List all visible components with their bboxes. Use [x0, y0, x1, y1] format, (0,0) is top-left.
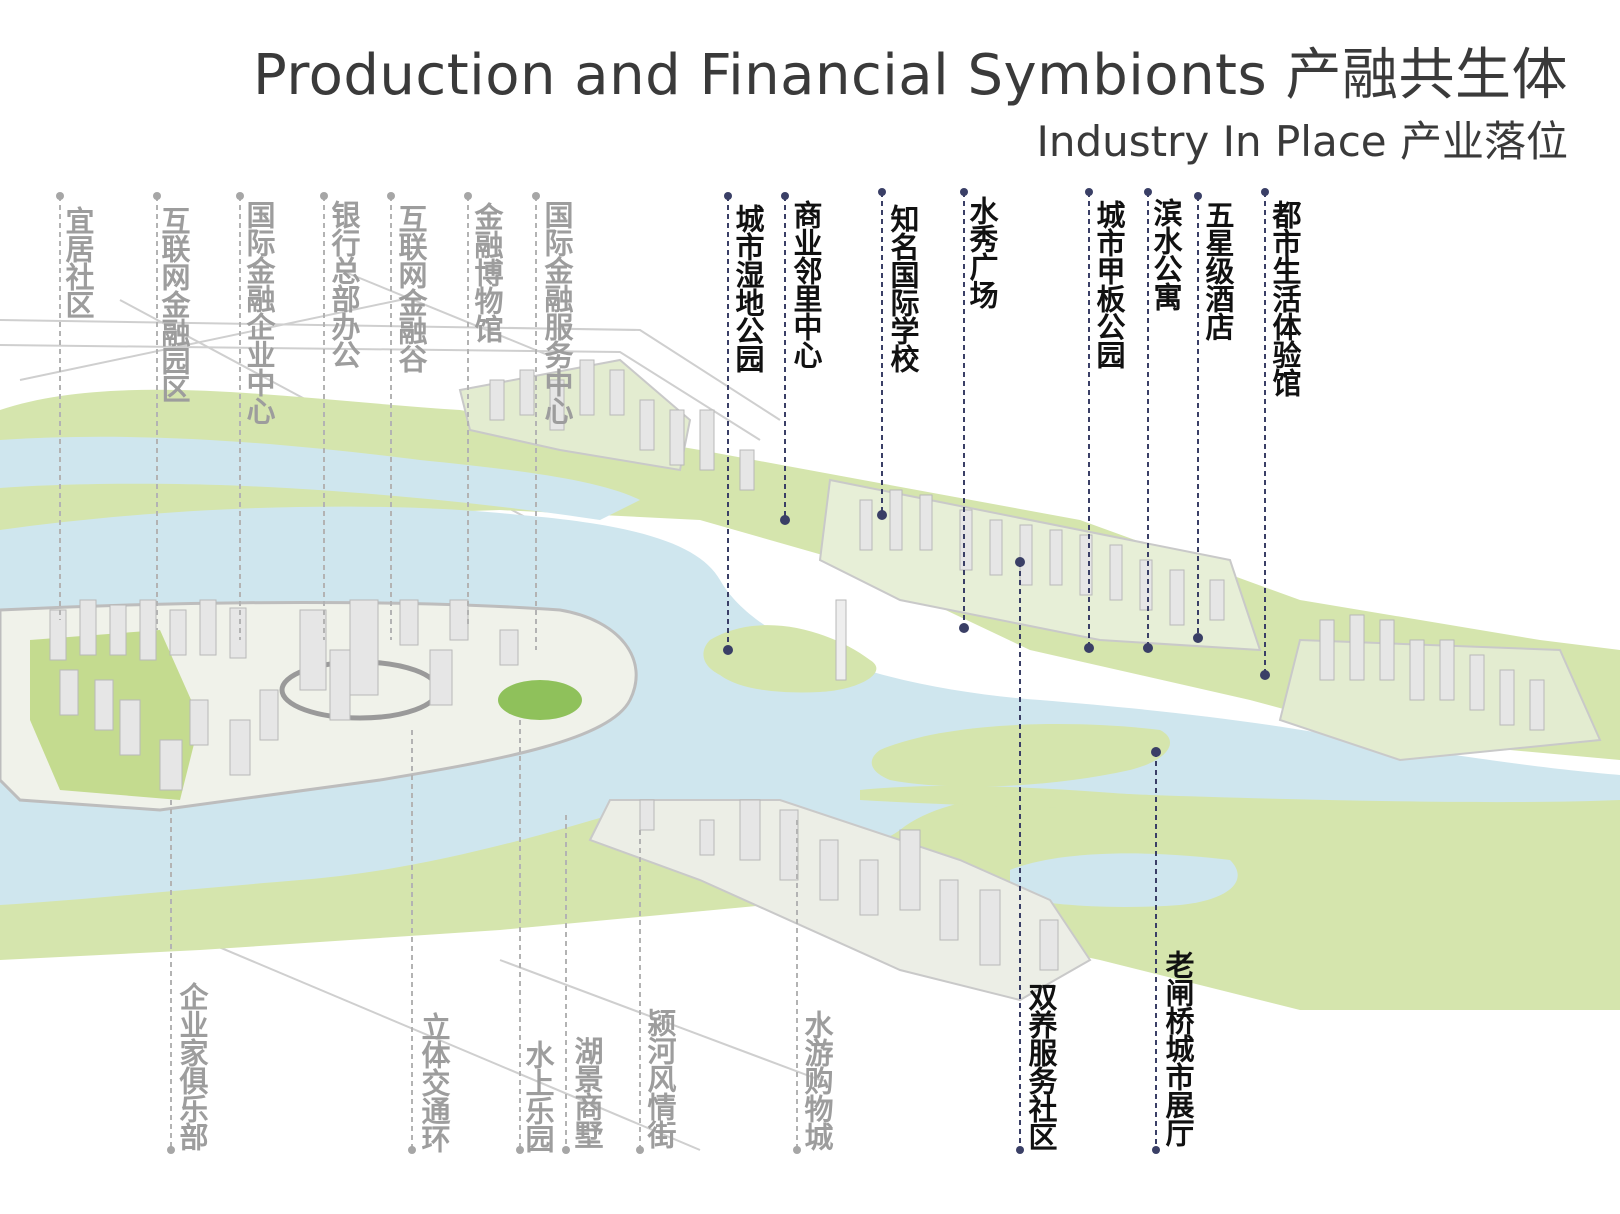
- label-neighborhood-commercial-center: 商业邻里中心: [789, 200, 823, 368]
- leaders-top-grey: [56, 192, 540, 650]
- label-internet-finance-park: 互联网金融园区: [157, 206, 191, 402]
- riverside-block: [818, 478, 1262, 652]
- label-3d-traffic-ring: 立体交通环: [417, 1012, 451, 1152]
- label-internet-finance-valley: 互联网金融谷: [394, 204, 428, 372]
- label-bank-headquarters: 银行总部办公: [327, 200, 361, 368]
- page-subtitle: Industry In Place 产业落位: [1036, 117, 1568, 166]
- label-yinghe-street: 颍河风情街: [643, 1008, 677, 1148]
- label-intl-school: 知名国际学校: [886, 204, 920, 372]
- label-water-shopping-city: 水游购物城: [800, 1010, 834, 1150]
- label-livable-community: 宜居社区: [61, 206, 95, 318]
- leaders-bottom-navy: [1015, 557, 1161, 1154]
- south-residential-block: [588, 799, 1092, 1002]
- label-finance-museum: 金融博物馆: [470, 202, 504, 342]
- landmark-tower: [835, 599, 847, 681]
- label-urban-deck-park: 城市甲板公园: [1092, 200, 1126, 368]
- page-title: Production and Financial Symbionts 产融共生体: [253, 43, 1568, 108]
- north-residential-block: [458, 358, 692, 472]
- river-strip: [860, 785, 1200, 812]
- buildings: [49, 359, 1545, 971]
- leaders-top-navy: [723, 188, 1270, 680]
- river-upper-channel: [0, 436, 640, 520]
- label-urban-wetland-park: 城市湿地公园: [731, 204, 765, 372]
- label-urban-life-experience-hall: 都市生活体验馆: [1268, 200, 1302, 396]
- label-five-star-hotel: 五星级酒店: [1201, 200, 1235, 340]
- label-intl-finance-enterprise-center: 国际金融企业中心: [242, 200, 276, 424]
- label-old-sluice-bridge-exhibition-hall: 老闸桥城市展厅: [1161, 950, 1195, 1146]
- south-lake: [1010, 853, 1238, 907]
- label-entrepreneur-club: 企业家俱乐部: [175, 982, 209, 1150]
- label-water-show-plaza: 水秀广场: [965, 196, 999, 308]
- oval-park: [498, 680, 582, 720]
- label-intl-finance-service-center: 国际金融服务中心: [540, 200, 574, 424]
- label-waterfront-apartment: 滨水公寓: [1149, 198, 1183, 310]
- label-lakeview-villa: 湖景商墅: [570, 1036, 604, 1148]
- label-dual-care-community: 双养服务社区: [1024, 982, 1058, 1150]
- label-water-park: 水上乐园: [521, 1040, 555, 1152]
- leaders-bottom-grey: [167, 720, 801, 1154]
- wetland-island: [703, 625, 877, 693]
